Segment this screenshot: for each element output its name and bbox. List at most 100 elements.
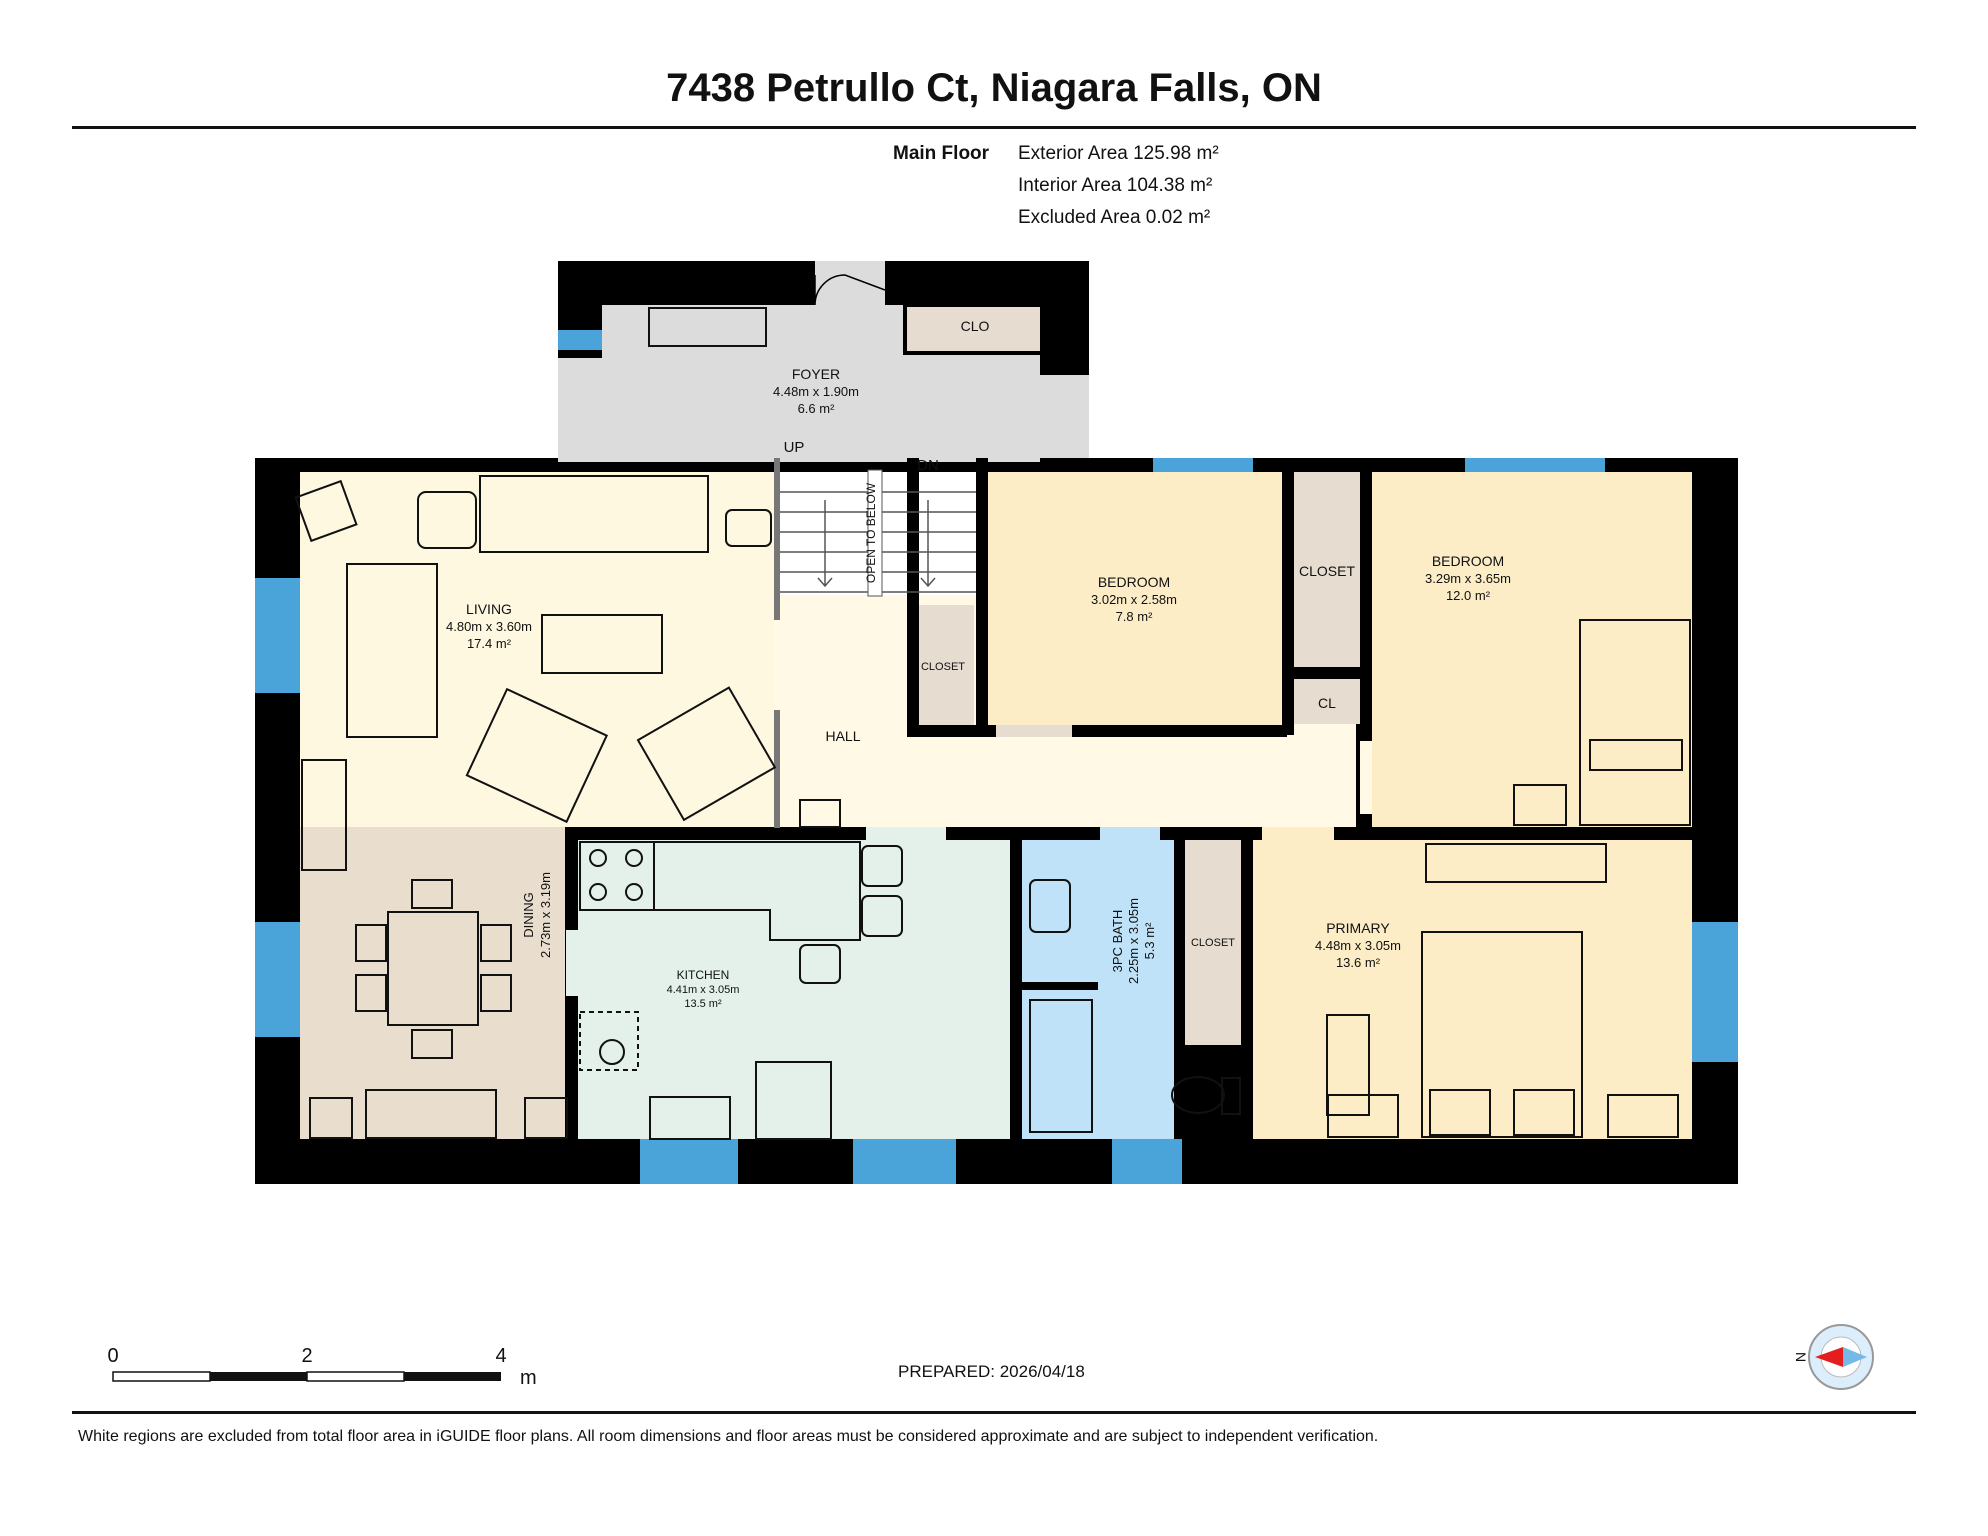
room-bedroom-3-name: BEDROOM xyxy=(1432,553,1504,569)
room-living-name: LIVING xyxy=(466,601,512,617)
closet-hall-floor xyxy=(912,605,974,725)
primary-door-opening xyxy=(1262,827,1334,840)
scale-tick-0: 0 xyxy=(107,1345,118,1367)
armchair xyxy=(465,687,609,824)
room-foyer-area: 6.6 m² xyxy=(798,401,836,416)
hall-table xyxy=(799,799,841,828)
room-kitchen-name: KITCHEN xyxy=(677,968,730,982)
bedroom-door-opening xyxy=(996,725,1072,737)
compass-needle-south xyxy=(1843,1347,1867,1367)
chair xyxy=(294,479,358,543)
room-closet-primary-name: CLOSET xyxy=(1191,937,1235,949)
open-to-below-label: OPEN TO BELOW xyxy=(864,482,878,583)
nightstand xyxy=(1513,784,1567,826)
wall xyxy=(1174,827,1185,1057)
window xyxy=(640,1139,738,1184)
coffee-table xyxy=(541,614,663,674)
wall xyxy=(1282,458,1294,735)
scale-labels: 0 2 4 m xyxy=(107,1345,536,1389)
bath-sink xyxy=(1029,879,1071,933)
room-bedroom-2-name: BEDROOM xyxy=(1098,574,1170,590)
wall xyxy=(1022,982,1098,990)
single-bed xyxy=(1579,619,1691,826)
wall xyxy=(1185,1045,1241,1057)
wall xyxy=(907,725,1287,737)
bath-door-opening xyxy=(1100,827,1160,840)
chair xyxy=(480,974,512,1012)
chair xyxy=(480,924,512,962)
plant-stand xyxy=(524,1097,568,1139)
room-closet-bedroom-3-name: CLOSET xyxy=(1299,563,1355,579)
shower xyxy=(1029,999,1093,1133)
floor-label: Main Floor xyxy=(893,143,990,164)
closet-bedroom-3-floor xyxy=(1294,472,1360,667)
window xyxy=(255,922,300,1037)
console xyxy=(301,759,347,871)
room-clo-name: CLO xyxy=(961,318,990,334)
compass xyxy=(1808,1324,1874,1390)
living-hall-opening xyxy=(774,620,780,710)
dining-floor xyxy=(300,827,565,1139)
room-dining-dims: 2.73m x 3.19m xyxy=(538,872,553,958)
cl-floor xyxy=(1294,679,1360,724)
foyer-side-floor xyxy=(558,358,602,462)
title-rule xyxy=(72,126,1916,129)
washer xyxy=(579,1011,639,1071)
window xyxy=(558,330,602,350)
chair xyxy=(411,1029,453,1059)
scale-tick-2: 2 xyxy=(301,1345,312,1367)
exterior-area: Exterior Area 125.98 m² xyxy=(1018,143,1219,164)
bedroom-2-floor xyxy=(988,472,1282,725)
furniture xyxy=(294,307,1691,1140)
foyer-bench xyxy=(648,307,767,347)
bedroom-3-floor xyxy=(1372,472,1692,827)
dresser xyxy=(1425,843,1607,883)
clo-closet xyxy=(903,303,1044,355)
compass-label: N xyxy=(1793,1352,1809,1362)
sofa xyxy=(479,475,709,553)
plant-stand xyxy=(309,1097,353,1139)
front-door-swing xyxy=(814,274,886,306)
bedroom-3-door-opening xyxy=(1360,741,1372,814)
stove xyxy=(579,841,655,911)
room-cl-name: CL xyxy=(1318,695,1336,711)
wall xyxy=(907,458,919,735)
interior-area: Interior Area 104.38 m² xyxy=(1018,175,1213,196)
room-living-area: 17.4 m² xyxy=(467,636,512,651)
wall xyxy=(1010,827,1022,1139)
dining-table xyxy=(387,911,479,1026)
room-bedroom-3-area: 12.0 m² xyxy=(1446,588,1491,603)
footer-rule xyxy=(72,1411,1916,1414)
desk xyxy=(1326,1014,1370,1116)
sink xyxy=(649,1096,731,1140)
prepared-date: PREPARED: 2026/04/18 xyxy=(898,1362,1085,1381)
sideboard xyxy=(365,1089,497,1139)
room-living-dims: 4.80m x 3.60m xyxy=(446,619,532,634)
dishwasher xyxy=(755,1061,832,1140)
room-primary-area: 13.6 m² xyxy=(1336,955,1381,970)
foyer-side-floor-right xyxy=(1040,375,1089,458)
wall xyxy=(1241,827,1253,1139)
staircase xyxy=(780,491,976,593)
room-foyer-dims: 4.48m x 1.90m xyxy=(773,384,859,399)
chair xyxy=(355,924,387,962)
room-bedroom-3-dims: 3.29m x 3.65m xyxy=(1425,571,1511,586)
kitchen-floor xyxy=(578,840,1010,1139)
ottoman xyxy=(417,491,477,549)
window xyxy=(1692,922,1738,1062)
page-title: 7438 Petrullo Ct, Niagara Falls, ON xyxy=(666,66,1322,110)
wall xyxy=(1294,667,1360,679)
scale-tick-4: 4 xyxy=(495,1345,506,1367)
couch-left xyxy=(346,563,438,738)
living-floor xyxy=(300,472,774,827)
room-bath-name: 3PC BATH xyxy=(1110,910,1125,973)
scale-unit: m xyxy=(520,1367,537,1389)
room-bedroom-2-dims: 3.02m x 2.58m xyxy=(1091,592,1177,607)
kitchen-doorway xyxy=(866,827,946,840)
dining-kitchen-opening xyxy=(566,930,578,996)
open-to-below-rail xyxy=(867,469,883,597)
excluded-area: Excluded Area 0.02 m² xyxy=(1018,207,1211,228)
armchair xyxy=(636,686,777,822)
chair xyxy=(411,879,453,909)
